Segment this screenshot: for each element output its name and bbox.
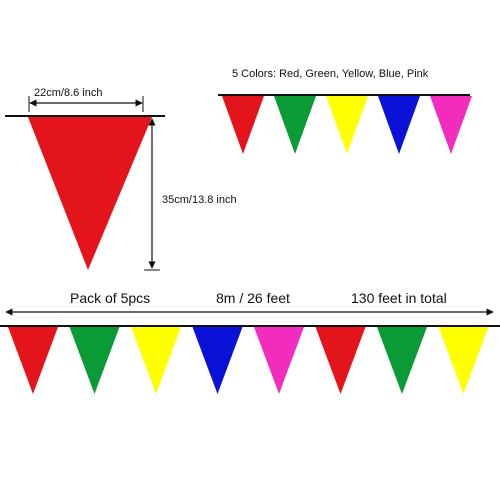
top-row-flag-green-2 [274, 96, 316, 154]
bottom-row-flag-blue-4 [192, 327, 243, 394]
top-row-colors-label: 5 Colors: Red, Green, Yellow, Blue, Pink [232, 68, 429, 80]
bottom-row-flag-green-7 [377, 327, 427, 394]
top-row-flag-blue-4 [378, 96, 420, 154]
single-flag-group [5, 96, 165, 271]
bottom-row-flag-yellow-3 [131, 327, 181, 394]
bottom-row-flag-red-6 [315, 327, 366, 394]
bottom-row-flag-yellow-8 [438, 327, 489, 394]
bottom-row-flag-green-2 [69, 327, 120, 394]
single-flag-width-label: 22cm/8.6 inch [34, 87, 103, 99]
length-label: 8m / 26 feet [216, 290, 290, 306]
top-row-flag-pink-5 [430, 96, 472, 154]
top-row-flag-yellow-3 [326, 96, 368, 154]
bottom-bunting-row [0, 308, 500, 394]
single-flag [28, 117, 152, 270]
top-row-flag-red-1 [222, 96, 264, 154]
single-flag-height-label: 35cm/13.8 inch [162, 194, 237, 206]
pack-label: Pack of 5pcs [70, 290, 151, 306]
bottom-row-flag-pink-5 [254, 327, 304, 394]
top-bunting-row [218, 94, 472, 154]
total-length-label: 130 feet in total [351, 290, 447, 306]
bottom-row-flag-red-1 [8, 327, 58, 394]
